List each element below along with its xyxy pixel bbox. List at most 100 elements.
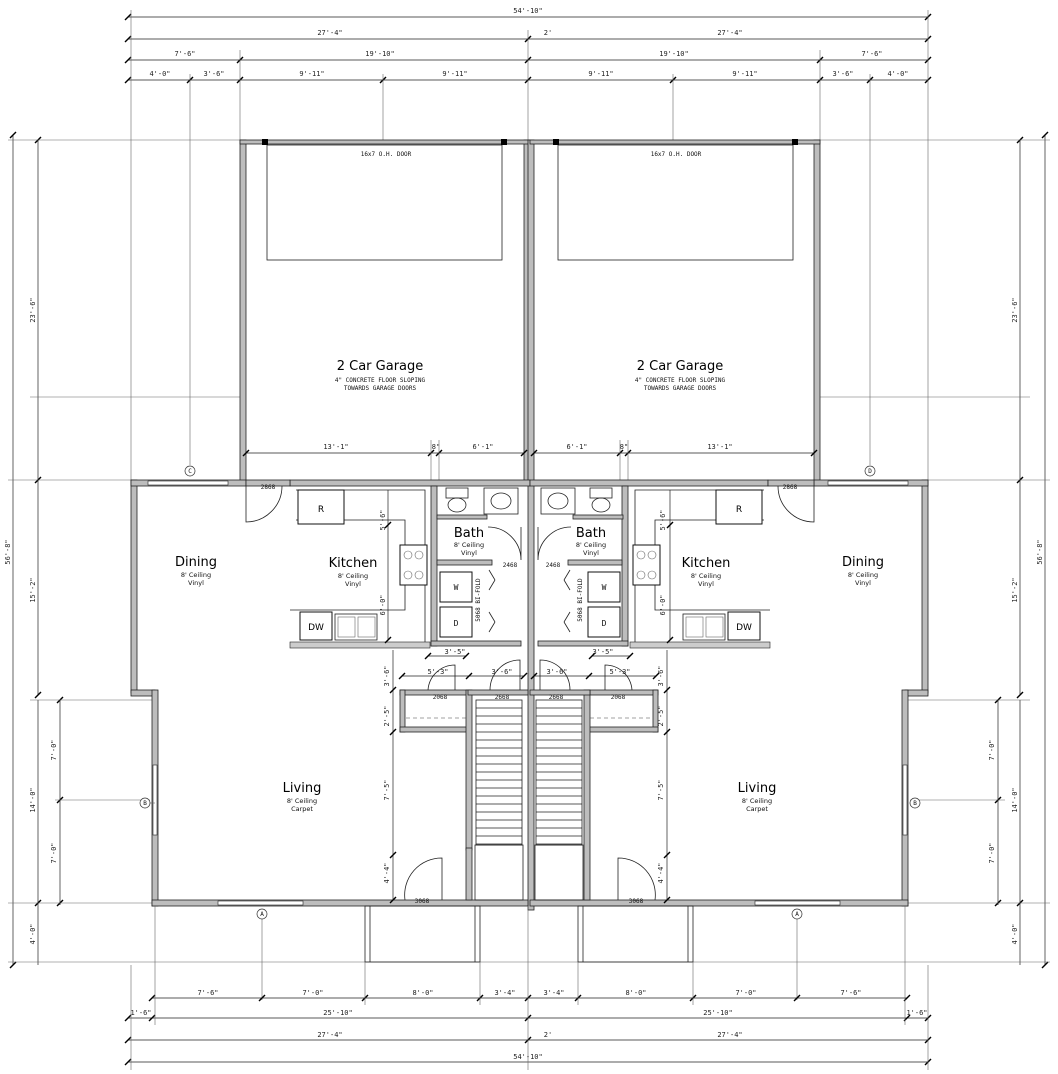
dim-bottom-half-left: 27'-4"	[317, 1031, 342, 1039]
dim-bottom-7-6-right: 7'-6"	[840, 989, 861, 997]
door-2468-right: 2468	[546, 562, 561, 569]
kitchen-title-right: Kitchen	[682, 556, 731, 571]
range-left	[399, 544, 428, 586]
dim-bottom-1-6-right: 1'-6"	[906, 1009, 927, 1017]
door-swings: 2868 2868 2468 2468 2068 2068 2668 2668 …	[245, 479, 815, 905]
dim-7-0-left-b: 7'-0"	[50, 842, 58, 863]
door-2668-right: 2668	[549, 694, 564, 701]
door-3068-right: 3068	[629, 898, 644, 905]
dim-9-11-top-l2: 9'-11"	[442, 70, 467, 78]
grid-markers: C D B B A A	[139, 465, 921, 1000]
dim-5-3-left: 5'-3"	[427, 668, 448, 676]
dryer-right-label: D	[602, 619, 607, 628]
kitchen-ceiling-left: 8' Ceiling	[338, 572, 368, 580]
dishwasher-right-label: DW	[736, 623, 752, 633]
bifold-right: 5068 BI-FOLD	[577, 578, 584, 622]
bath-ceiling-left: 8' Ceiling	[454, 541, 484, 549]
garages: 16x7 O.H. DOOR 16x7 O.H. DOOR 2 Car Gara…	[239, 139, 821, 911]
door-3068-left: 3068	[415, 898, 430, 905]
toilet-tank-right	[589, 487, 613, 499]
refrigerator-left	[297, 489, 345, 525]
toilet-left	[447, 497, 467, 513]
dim-living-depth-right: 14'-0"	[1011, 787, 1019, 812]
dim-bottom-7-0-right: 7'-0"	[735, 989, 756, 997]
bottom-dimensions: 7'-6" 7'-0" 8'-0" 3'-4" 3'-4" 8'-0" 7'-0…	[124, 906, 932, 1070]
dim-bottom-two: 2'	[544, 1031, 552, 1039]
door-2868-right: 2868	[783, 484, 798, 491]
dim-7-6-top-right: 7'-6"	[861, 50, 882, 58]
dim-6-0-left: 6'-0"	[379, 594, 387, 615]
dim-garage-depth-left: 23'-6"	[29, 297, 37, 322]
bath-ceiling-right: 8' Ceiling	[576, 541, 606, 549]
dim-19-10-top-right: 19'-10"	[659, 50, 689, 58]
sink-left	[334, 613, 378, 641]
vanity-left	[483, 487, 519, 515]
door-2068-right: 2068	[611, 694, 626, 701]
dim-2-5-right: 2'-5"	[657, 705, 665, 726]
top-dimensions: 54'-10" 27'-4" 2' 27'-4" 7'-6" 19'-10" 1…	[124, 7, 932, 485]
door-2068-left: 2068	[433, 694, 448, 701]
dim-9-11-top-r2: 9'-11"	[732, 70, 757, 78]
dim-bottom-8-0-right: 8'-0"	[625, 989, 646, 997]
dim-two-top: 2'	[544, 29, 552, 37]
dim-4-0-top-left: 4'-0"	[149, 70, 170, 78]
range-right	[632, 544, 661, 586]
living-floor-left: Carpet	[291, 805, 313, 813]
garage-title-right: 2 Car Garage	[637, 359, 724, 374]
dim-half-top-left: 27'-4"	[317, 29, 342, 37]
oh-door-right-label: 16x7 O.H. DOOR	[651, 151, 702, 158]
dim-19-10-top-left: 19'-10"	[365, 50, 395, 58]
bifold-left: 5068 BI-FOLD	[475, 578, 482, 622]
dim-bottom-25-10-left: 25'-10"	[323, 1009, 353, 1017]
dim-7-0-left-a: 7'-0"	[50, 739, 58, 760]
dishwasher-left-label: DW	[308, 623, 324, 633]
kitchen-floor-right: Vinyl	[698, 580, 714, 588]
sink-right	[682, 613, 726, 641]
bath-floor-left: Vinyl	[461, 549, 477, 557]
kitchen-title-left: Kitchen	[329, 556, 378, 571]
room-labels: Bath 8' Ceiling Vinyl Bath 8' Ceiling Vi…	[175, 526, 884, 813]
bath-floor-right: Vinyl	[583, 549, 599, 557]
dim-3-6-mid-left: 3'-6"	[491, 668, 512, 676]
garage-door-left	[266, 144, 503, 261]
dim-bottom-half-right: 27'-4"	[717, 1031, 742, 1039]
dim-3-6-top-right: 3'-6"	[832, 70, 853, 78]
dryer-right	[587, 606, 621, 638]
living-title-left: Living	[283, 781, 322, 796]
toilet-right	[591, 497, 611, 513]
interior-dimensions: 5'-6" 6'-0" 5'-6" 6'-0" 3'-5" 3'-5" 5'-3…	[379, 490, 674, 904]
door-2868-left: 2868	[261, 484, 276, 491]
living-floor-right: Carpet	[746, 805, 768, 813]
garage-door-right	[557, 144, 794, 261]
dim-7-5-left: 7'-5"	[383, 779, 391, 800]
dim-3-5-left: 3'-5"	[444, 648, 465, 656]
dim-8-right: 8"	[620, 443, 628, 451]
garage-note-left-1: 4" CONCRETE FLOOR SLOPING	[335, 377, 426, 384]
dining-floor-right: Vinyl	[855, 579, 871, 587]
dim-depth-overall-right: 56'-8"	[1036, 539, 1044, 564]
refrigerator-left-label: R	[318, 505, 324, 515]
dryer-left	[439, 606, 473, 638]
oh-door-left-label: 16x7 O.H. DOOR	[361, 151, 412, 158]
dim-6-1-right: 6'-1"	[566, 443, 587, 451]
grid-marker-c: C	[188, 468, 192, 475]
dim-5-3-right: 5'-3"	[609, 668, 630, 676]
dining-title-left: Dining	[175, 555, 217, 570]
dim-bottom-7-6-left: 7'-6"	[197, 989, 218, 997]
dim-4-4-left: 4'-4"	[383, 862, 391, 883]
fixtures: R DW R DW W D W	[289, 487, 771, 649]
dishwasher-left	[299, 611, 333, 641]
garage-note-right-2: TOWARDS GARAGE DOORS	[644, 385, 717, 392]
dim-7-5-right: 7'-5"	[657, 779, 665, 800]
dim-4-4-right: 4'-4"	[657, 862, 665, 883]
dim-bottom-3-4-right: 3'-4"	[543, 989, 564, 997]
living-ceiling-left: 8' Ceiling	[287, 797, 317, 805]
dim-half-top-right: 27'-4"	[717, 29, 742, 37]
dim-overall-top: 54'-10"	[513, 7, 543, 15]
living-ceiling-right: 8' Ceiling	[742, 797, 772, 805]
windows	[147, 480, 909, 906]
dim-porch-depth-right: 4'-0"	[1011, 923, 1019, 944]
dim-9-11-top-l1: 9'-11"	[299, 70, 324, 78]
kitchen-floor-left: Vinyl	[345, 580, 361, 588]
dim-bottom-25-10-right: 25'-10"	[703, 1009, 733, 1017]
